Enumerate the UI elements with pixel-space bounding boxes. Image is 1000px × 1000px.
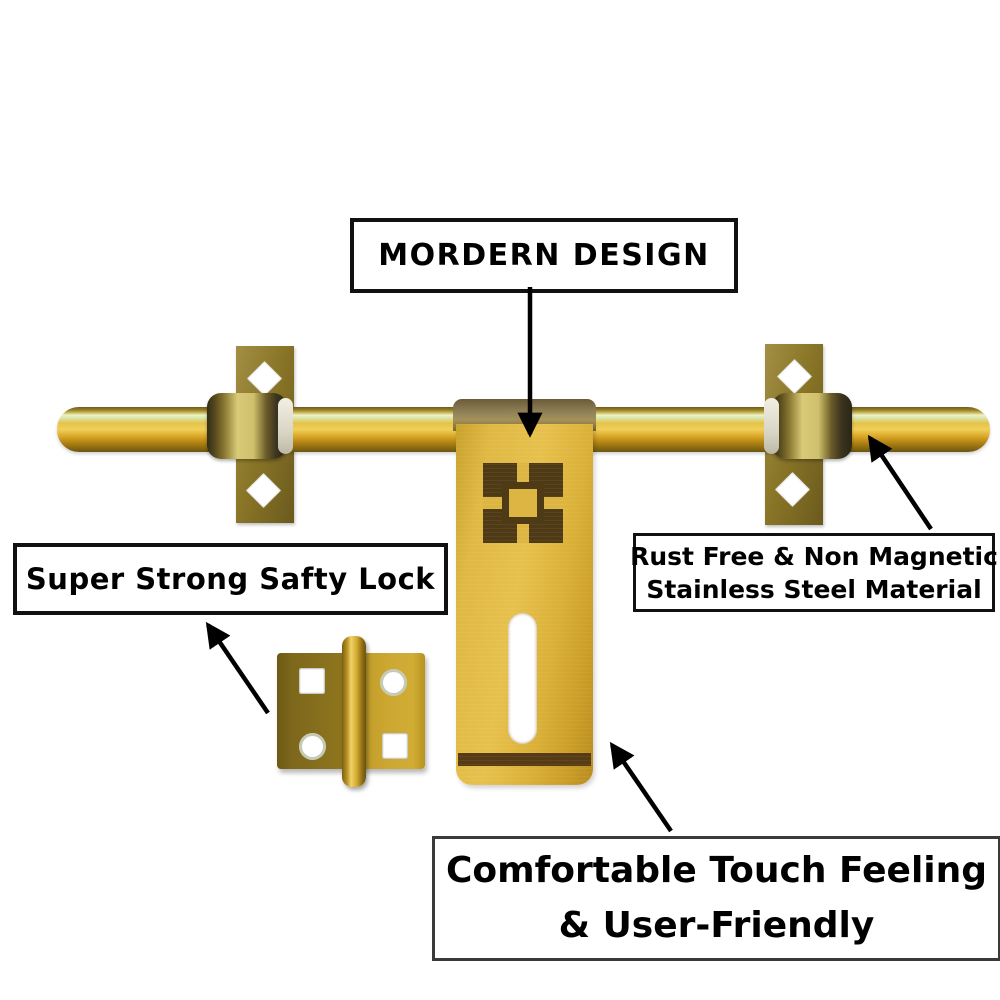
- diamond-hole: [776, 358, 813, 395]
- collar-washer: [764, 398, 779, 454]
- square-hole: [299, 668, 325, 694]
- pattern-center-square: [502, 482, 544, 524]
- diamond-hole: [246, 360, 283, 397]
- diamond-hole: [774, 471, 811, 508]
- up-left-arrow-icon: [205, 621, 270, 715]
- callout-modern-design-label: MORDERN DESIGN: [378, 238, 710, 273]
- up-left-arrow-icon: [609, 741, 673, 833]
- callout-safety-lock: Super Strong Safty Lock: [13, 543, 448, 615]
- handle-plate-slot: [508, 613, 537, 744]
- round-hole: [380, 669, 407, 696]
- etched-square-pattern: [483, 463, 563, 543]
- callout-material-line2: Stainless Steel Material: [646, 574, 982, 604]
- callout-comfort-line1: Comfortable Touch Feeling: [445, 849, 988, 891]
- callout-material-line1: Rust Free & Non Magnetic: [630, 541, 998, 571]
- callout-safety-lock-label: Super Strong Safty Lock: [25, 562, 436, 596]
- keeper-bar: [342, 636, 366, 787]
- handle-plate: [456, 424, 593, 785]
- callout-comfort: Comfortable Touch Feeling & User-Friendl…: [432, 836, 1000, 961]
- handle-plate-stripe: [458, 753, 591, 766]
- left-slide-collar: [207, 393, 293, 459]
- collar-washer: [278, 398, 293, 454]
- callout-modern-design: MORDERN DESIGN: [350, 218, 738, 293]
- round-hole: [299, 733, 326, 760]
- diamond-hole: [245, 472, 282, 509]
- square-hole: [382, 733, 408, 759]
- callout-comfort-line2: & User-Friendly: [558, 904, 875, 946]
- right-slide-collar: [764, 393, 852, 459]
- callout-material: Rust Free & Non Magnetic Stainless Steel…: [630, 533, 998, 612]
